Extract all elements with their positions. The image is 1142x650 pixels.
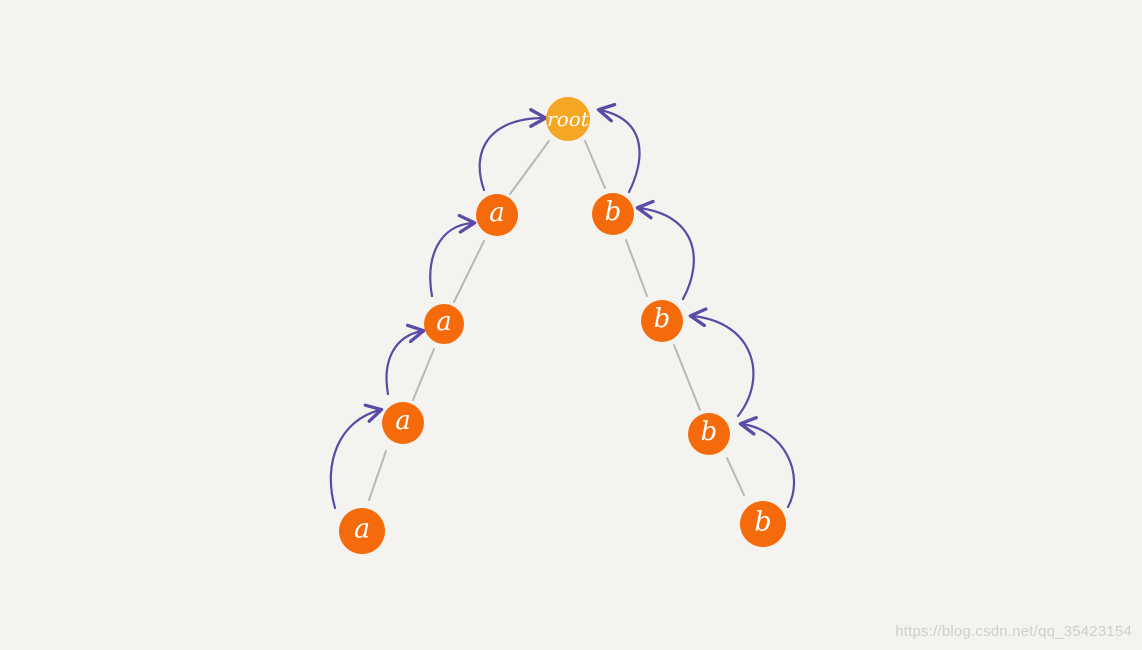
- arrow-b3-to-b2: [688, 307, 755, 418]
- edge-a3-a4: [368, 450, 387, 501]
- node-a-4-label: a: [354, 514, 370, 545]
- edge-b2-b3: [673, 344, 701, 411]
- edge-root-b1: [584, 140, 606, 189]
- left-branch: a a a a: [339, 194, 518, 554]
- node-a-3-label: a: [395, 406, 411, 436]
- arrow-a2-to-a1: [429, 213, 477, 298]
- parent-arrows: [329, 102, 796, 510]
- node-b-2: b: [641, 300, 683, 342]
- node-b-1-label: b: [605, 197, 622, 227]
- node-b-3-label: b: [701, 417, 718, 447]
- node-a-3: a: [382, 402, 424, 444]
- node-b-4: b: [740, 501, 786, 547]
- node-b-3: b: [688, 413, 730, 455]
- arrow-b4-to-b3: [738, 416, 796, 509]
- arrow-b2-to-b1: [635, 199, 695, 301]
- node-b-4-label: b: [754, 507, 771, 538]
- arrow-a1-to-root: [478, 108, 548, 192]
- arrow-a4-to-a3: [329, 403, 384, 510]
- right-branch: b b b b: [592, 193, 786, 547]
- edge-b3-b4: [726, 457, 745, 496]
- arrow-a3-to-a2: [385, 323, 426, 396]
- node-a-1: a: [476, 194, 518, 236]
- node-b-1: b: [592, 193, 634, 235]
- node-a-1-label: a: [489, 198, 505, 228]
- root-node: root: [546, 97, 590, 141]
- arrow-b1-to-root: [596, 102, 641, 194]
- node-a-4: a: [339, 508, 385, 554]
- watermark-text: https://blog.csdn.net/qq_35423154: [895, 623, 1132, 640]
- node-a-2: a: [424, 304, 464, 344]
- edge-a2-a3: [412, 348, 435, 401]
- edge-b1-b2: [625, 239, 648, 297]
- root-label: root: [547, 107, 590, 131]
- edge-a1-a2: [453, 240, 485, 303]
- node-b-2-label: b: [654, 304, 671, 334]
- tree-edges: [368, 140, 745, 501]
- edge-root-a1: [509, 140, 550, 195]
- node-a-2-label: a: [436, 307, 452, 337]
